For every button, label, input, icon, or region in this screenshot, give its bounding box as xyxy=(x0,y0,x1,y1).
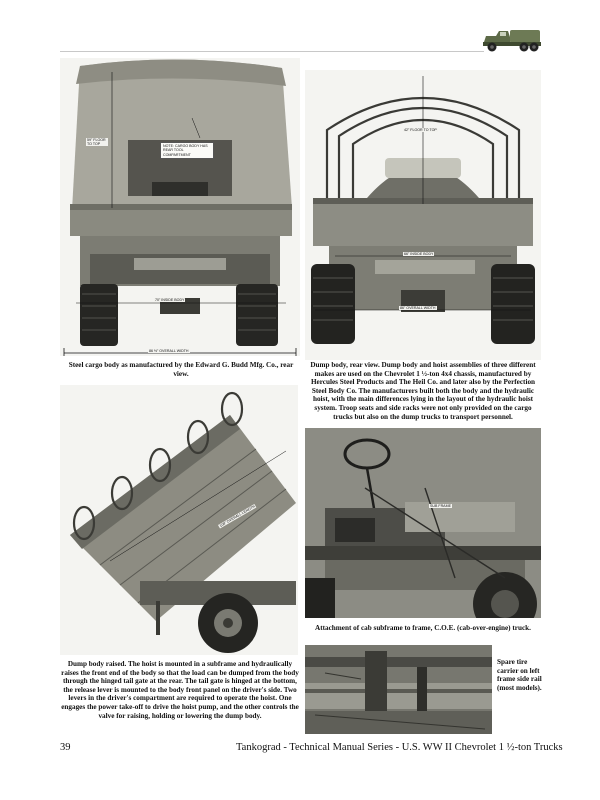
truck-logo-icon xyxy=(482,28,542,54)
caption-dump-body-raised: Dump body raised. The hoist is mounted i… xyxy=(61,660,299,720)
label-inside-body: 70" INSIDE BODY xyxy=(154,298,186,303)
photo-budd-cargo-body-rear: 59" FLOOR TO TOP NOTE: CARGO BODY HAS RE… xyxy=(60,58,300,356)
label-inside-body-dump: 66" INSIDE BODY xyxy=(403,252,435,257)
photo-spare-tire-carrier xyxy=(305,645,492,734)
label-overall-width: 86 ½" OVERALL WIDTH xyxy=(148,349,190,354)
label-overall-width-dump: 86" OVERALL WIDTH xyxy=(399,306,437,311)
header-rule xyxy=(60,51,484,52)
label-floor-to-top-dump: 42" FLOOR TO TOP xyxy=(403,128,438,133)
label-floor-to-top: 59" FLOOR TO TOP xyxy=(86,138,108,147)
page-number: 39 xyxy=(60,742,71,753)
caption-budd-cargo-body: Steel cargo body as manufactured by the … xyxy=(68,361,294,378)
caption-cab-subframe: Attachment of cab subframe to frame, C.O… xyxy=(315,624,531,632)
photo-cab-subframe: SUB FRAME xyxy=(305,428,541,618)
running-footer: Tankograd - Technical Manual Series - U.… xyxy=(236,742,563,753)
caption-spare-tire-carrier: Spare tire carrier on left frame side ra… xyxy=(497,658,542,692)
photo-dump-body-rear: 42" FLOOR TO TOP 66" INSIDE BODY 86" OVE… xyxy=(305,70,541,360)
label-sub-frame: SUB FRAME xyxy=(429,504,452,509)
photo-dump-body-raised: 108" OVERALL LENGTH xyxy=(60,385,298,655)
label-note-tool-compartment: NOTE: CARGO BODY HAS REAR TOOL COMPARTME… xyxy=(160,142,214,160)
caption-dump-body-rear: Dump body, rear view. Dump body and hois… xyxy=(310,361,536,421)
